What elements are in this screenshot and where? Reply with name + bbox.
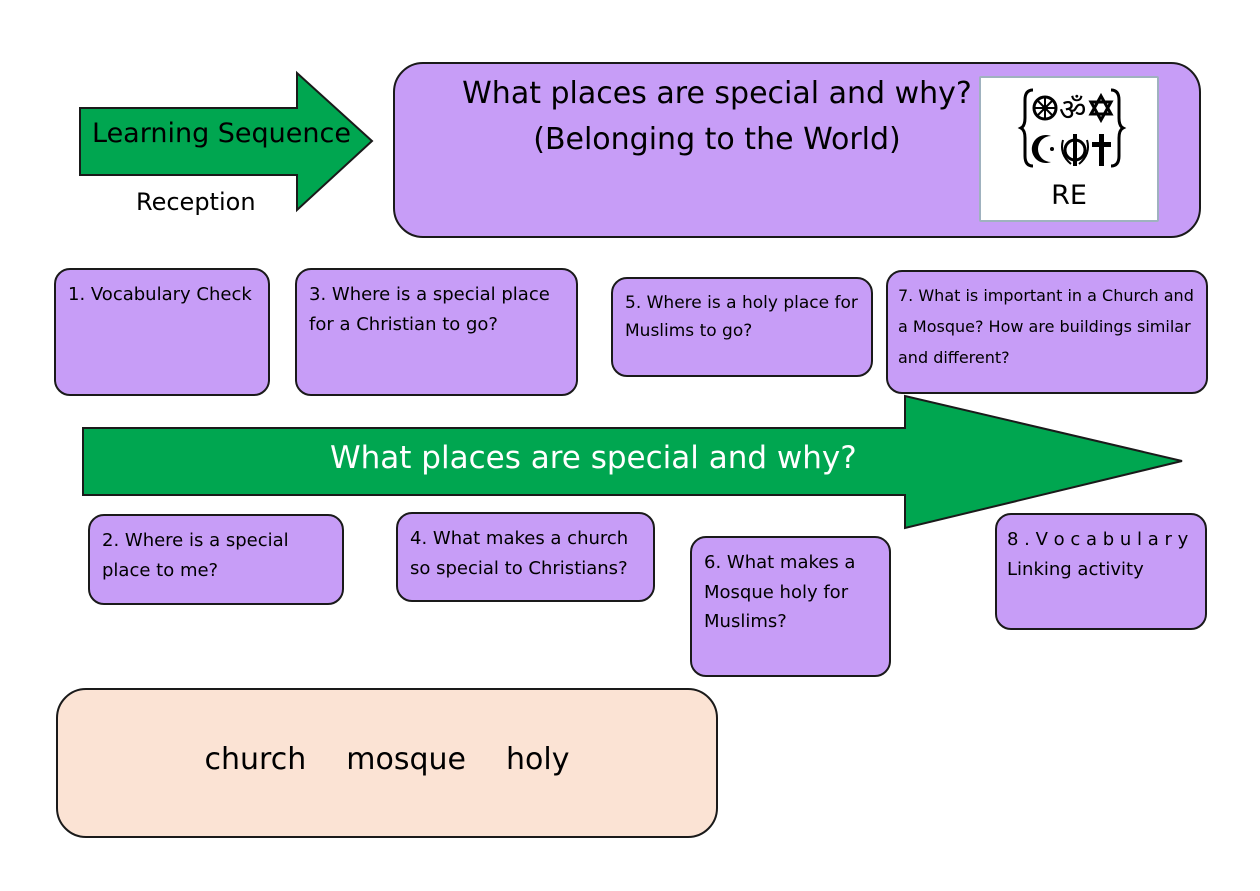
lesson-6-box: 6. What makes a Mosque holy for Muslims? <box>690 536 891 677</box>
re-logo: ॐ RE <box>979 76 1159 222</box>
lesson-7-box: 7. What is important in a Church and a M… <box>886 270 1208 394</box>
page-title: What places are special and why? <box>462 76 972 111</box>
khanda-icon <box>1061 134 1089 166</box>
vocab-word-holy: holy <box>505 741 570 777</box>
lesson-2-text: 2. Where is a special place to me? <box>102 530 289 581</box>
lesson-5-text: 5. Where is a holy place for Muslims to … <box>625 293 858 342</box>
subject-label: RE <box>1051 180 1087 211</box>
religious-symbols-icon: ॐ <box>1017 88 1127 168</box>
vocab-word-mosque: mosque <box>346 741 466 777</box>
lesson-8-text: 8 . V o c a b u l a r y Linking activity <box>1007 529 1189 580</box>
om-icon: ॐ <box>1059 93 1086 128</box>
cross-icon <box>1092 134 1111 166</box>
learning-sequence-arrow <box>79 70 374 213</box>
vocabulary-panel: church mosque holy <box>56 688 718 838</box>
lesson-3-box: 3. Where is a special place for a Christ… <box>295 268 578 396</box>
title-panel: What places are special and why? (Belong… <box>393 62 1201 238</box>
lesson-2-box: 2. Where is a special place to me? <box>88 514 344 605</box>
lesson-3-text: 3. Where is a special place for a Christ… <box>309 284 550 335</box>
main-arrow-label: What places are special and why? <box>330 440 857 476</box>
lesson-4-box: 4. What makes a church so special to Chr… <box>396 512 655 602</box>
main-sequence-arrow <box>82 394 1183 530</box>
lesson-7-text: 7. What is important in a Church and a M… <box>898 286 1194 368</box>
lesson-4-text: 4. What makes a church so special to Chr… <box>410 528 629 579</box>
lesson-1-text: 1. Vocabulary Check <box>68 284 252 305</box>
page-subtitle: (Belonging to the World) <box>533 122 901 157</box>
lesson-8-box: 8 . V o c a b u l a r y Linking activity <box>995 513 1207 630</box>
lesson-5-box: 5. Where is a holy place for Muslims to … <box>611 277 873 377</box>
crescent-icon <box>1031 135 1054 163</box>
year-group-label: Reception <box>136 188 256 216</box>
dharma-wheel-icon <box>1032 95 1058 121</box>
star-of-david-icon <box>1088 92 1114 124</box>
lesson-6-text: 6. What makes a Mosque holy for Muslims? <box>704 552 856 633</box>
vocab-word-church: church <box>204 741 307 777</box>
lesson-1-box: 1. Vocabulary Check <box>54 268 270 396</box>
learning-sequence-label: Learning Sequence <box>92 118 351 149</box>
